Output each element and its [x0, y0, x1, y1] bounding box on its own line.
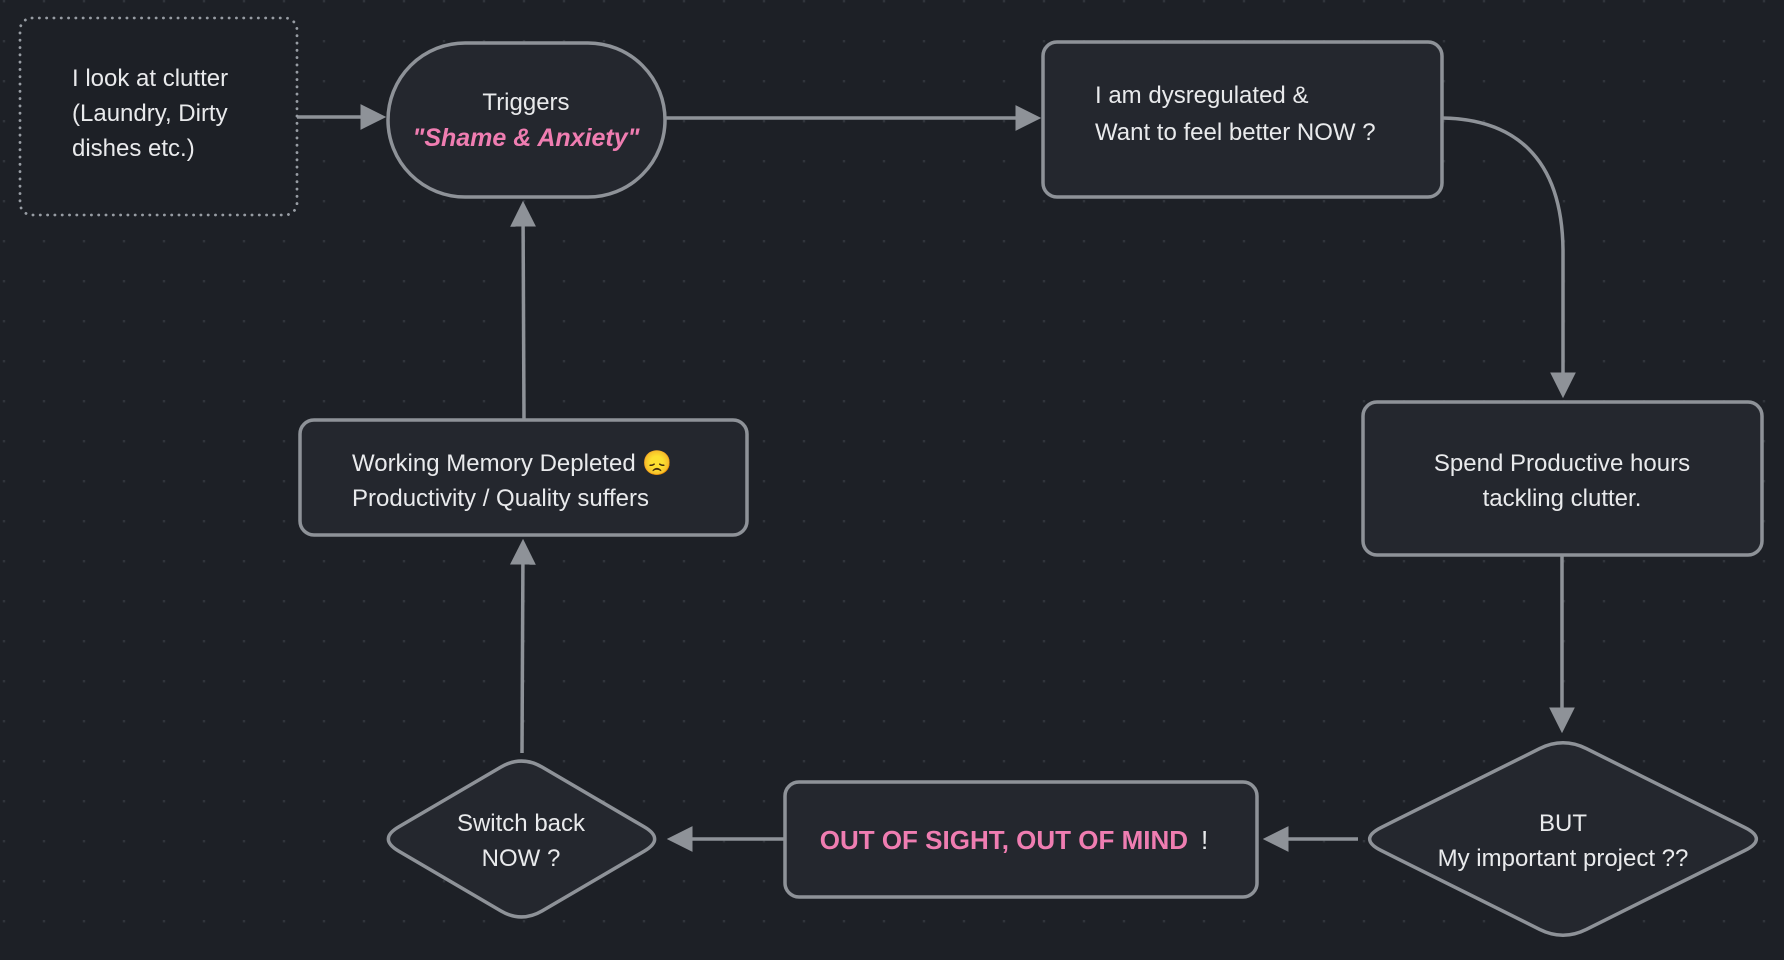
node-subtitle: "Shame & Anxiety"	[412, 124, 640, 152]
node-triggers[interactable]: Triggers "Shame & Anxiety"	[386, 41, 667, 199]
connector-working-memory-to-triggers[interactable]	[510, 200, 537, 421]
node-label-line: Productivity / Quality suffers	[352, 485, 649, 512]
node-label-line: I look at clutter	[72, 65, 228, 92]
node-spend-hours[interactable]: Spend Productive hours tackling clutter.	[1361, 400, 1764, 557]
node-out-of-sight[interactable]: OUT OF SIGHT, OUT OF MIND !	[783, 780, 1259, 899]
node-dysregulated[interactable]: I am dysregulated & Want to feel better …	[1041, 40, 1444, 199]
node-clutter-note[interactable]: I look at clutter (Laundry, Dirty dishes…	[18, 16, 299, 217]
node-label-line: (Laundry, Dirty	[72, 100, 228, 127]
connectors	[297, 104, 1576, 852]
node-label-line: Switch back	[457, 810, 586, 837]
node-working-memory[interactable]: Working Memory Depleted 😞 Productivity /…	[298, 418, 749, 537]
node-label-line: dishes etc.)	[72, 135, 195, 162]
node-label-line: OUT OF SIGHT, OUT OF MIND !	[820, 825, 1209, 855]
node-label-line: My important project ??	[1438, 845, 1689, 872]
node-label-suffix: !	[1201, 825, 1208, 855]
node-label-line: Want to feel better NOW ?	[1095, 119, 1376, 146]
node-label-line: NOW ?	[482, 845, 561, 872]
node-label-line: BUT	[1539, 810, 1587, 837]
node-label-line: Working Memory Depleted 😞	[352, 450, 672, 477]
node-label-line: I am dysregulated &	[1095, 82, 1308, 109]
node-switch-back[interactable]: Switch back NOW ?	[386, 759, 657, 919]
connector-switch-back-to-working-memory[interactable]	[509, 538, 536, 754]
node-label-line: tackling clutter.	[1483, 485, 1642, 512]
connector-dysregulated-to-spend-hours[interactable]	[1441, 116, 1576, 399]
node-title: Triggers	[482, 89, 569, 116]
node-but-project[interactable]: BUT My important project ??	[1367, 741, 1759, 937]
node-label-highlight: OUT OF SIGHT, OUT OF MIND	[820, 825, 1188, 855]
node-label-line: Spend Productive hours	[1434, 450, 1690, 477]
